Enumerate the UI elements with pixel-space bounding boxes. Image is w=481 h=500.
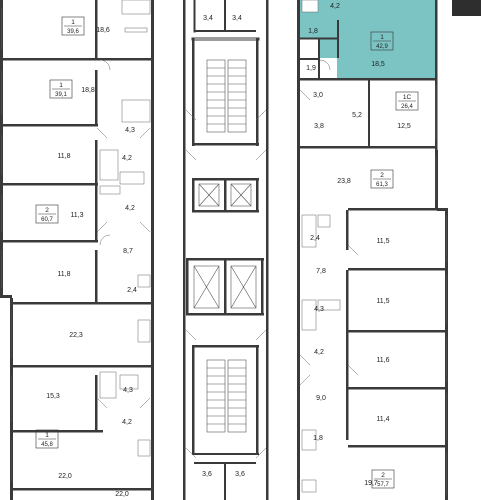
right-room-area: 4,2 — [330, 3, 340, 10]
right-fixtures — [301, 0, 341, 493]
unit-badge-l2[interactable]: 139,1 — [49, 79, 73, 99]
unit-number: 2 — [45, 207, 49, 214]
left-room-area: 15,3 — [46, 393, 60, 400]
unit-number: 1 — [45, 432, 49, 439]
unit-number: 1 — [380, 34, 384, 41]
right-room-area: 1,9 — [306, 65, 316, 72]
unit-total-area: 26,4 — [401, 104, 413, 110]
left-room-area: 4,2 — [122, 155, 132, 162]
unit-total-area: 57,7 — [377, 482, 389, 488]
unit-badge-frame — [371, 469, 395, 489]
right-room-area: 3,0 — [313, 92, 323, 99]
dark-corner-block — [452, 0, 481, 16]
unit-badge-r1[interactable]: 142,9 — [370, 31, 394, 51]
unit-badge-frame — [370, 31, 394, 51]
unit-total-area: 39,6 — [67, 29, 79, 35]
unit-badge-frame — [35, 429, 59, 449]
left-room-area: 4,3 — [123, 387, 133, 394]
right-room-area: 4,3 — [314, 306, 324, 313]
unit-badge-r2[interactable]: 1С 26,4 — [395, 91, 419, 111]
left-room-area: 11,3 — [70, 212, 83, 219]
right-room-area: 23,8 — [337, 178, 351, 185]
unit-total-area: 42,9 — [376, 44, 388, 50]
core-room-area: 3,6 — [202, 471, 212, 478]
core-room-area: 3,4 — [232, 15, 242, 22]
right-room-area: 11,4 — [376, 416, 389, 423]
right-room-area: 18,5 — [371, 61, 385, 68]
right-room-area: 11,5 — [376, 298, 389, 305]
left-room-area: 11,8 — [57, 271, 70, 278]
unit-total-area: 45,8 — [41, 442, 53, 448]
left-room-area: 4,2 — [122, 419, 132, 426]
right-room-area: 5,2 — [352, 112, 362, 119]
left-room-area: 18,8 — [81, 87, 95, 94]
left-room-area: 18,6 — [96, 27, 110, 34]
right-room-area: 7,8 — [316, 268, 326, 275]
unit-badge-frame — [61, 16, 85, 36]
left-room-area: 4,3 — [125, 127, 135, 134]
unit-total-area: 39,1 — [55, 92, 67, 98]
highlighted-apartment-area[interactable] — [300, 0, 435, 78]
left-room-area: 8,7 — [123, 248, 133, 255]
core-room-area: 3,6 — [235, 471, 245, 478]
unit-badge-frame — [370, 169, 394, 189]
unit-badge-frame — [395, 91, 419, 111]
core-room-area: 3,4 — [203, 15, 213, 22]
central-core — [183, 0, 269, 500]
highlighted-apartment[interactable] — [300, 0, 435, 78]
unit-number: 1 — [71, 19, 75, 26]
right-room-area: 2,4 — [310, 235, 320, 242]
right-doors — [299, 59, 359, 386]
left-doors — [96, 59, 151, 409]
unit-badge-l4[interactable]: 145,8 — [35, 429, 59, 449]
unit-badges: 139,6139,1260,7145,8142,91С26,4261,3257,… — [35, 16, 419, 489]
right-room-area: 1,8 — [313, 435, 323, 442]
left-windows — [1, 8, 12, 482]
unit-number: 2 — [380, 172, 384, 179]
unit-badge-l1[interactable]: 139,6 — [61, 16, 85, 36]
left-room-area: 11,8 — [57, 153, 70, 160]
right-room-area: 11,5 — [376, 238, 389, 245]
unit-badge-l3[interactable]: 260,7 — [35, 204, 59, 224]
unit-total-area: 61,3 — [376, 182, 388, 188]
left-room-area: 4,2 — [125, 205, 135, 212]
right-room-area: 11,6 — [376, 357, 389, 364]
unit-badge-r4[interactable]: 257,7 — [371, 469, 395, 489]
right-room-area: 4,2 — [314, 349, 324, 356]
unit-number: 1 — [59, 82, 63, 89]
right-room-area: 3,8 — [314, 123, 324, 130]
right-windows — [435, 85, 447, 495]
right-room-area: 1,8 — [308, 28, 318, 35]
right-room-area: 9,0 — [316, 395, 326, 402]
unit-total-area: 60,7 — [41, 217, 53, 223]
unit-badge-frame — [35, 204, 59, 224]
unit-badge-frame — [49, 79, 73, 99]
left-room-area: 2,4 — [127, 287, 137, 294]
unit-badge-r3[interactable]: 261,3 — [370, 169, 394, 189]
left-fixtures — [99, 0, 151, 457]
left-room-area: 22,3 — [69, 332, 83, 339]
unit-number: 1С — [403, 94, 412, 101]
left-room-area: 22,0 — [58, 473, 72, 480]
right-room-area: 12,5 — [397, 123, 411, 130]
unit-number: 2 — [381, 472, 385, 479]
left-room-area: 22,0 — [115, 491, 129, 498]
right-room-area: 19,7 — [364, 480, 378, 487]
